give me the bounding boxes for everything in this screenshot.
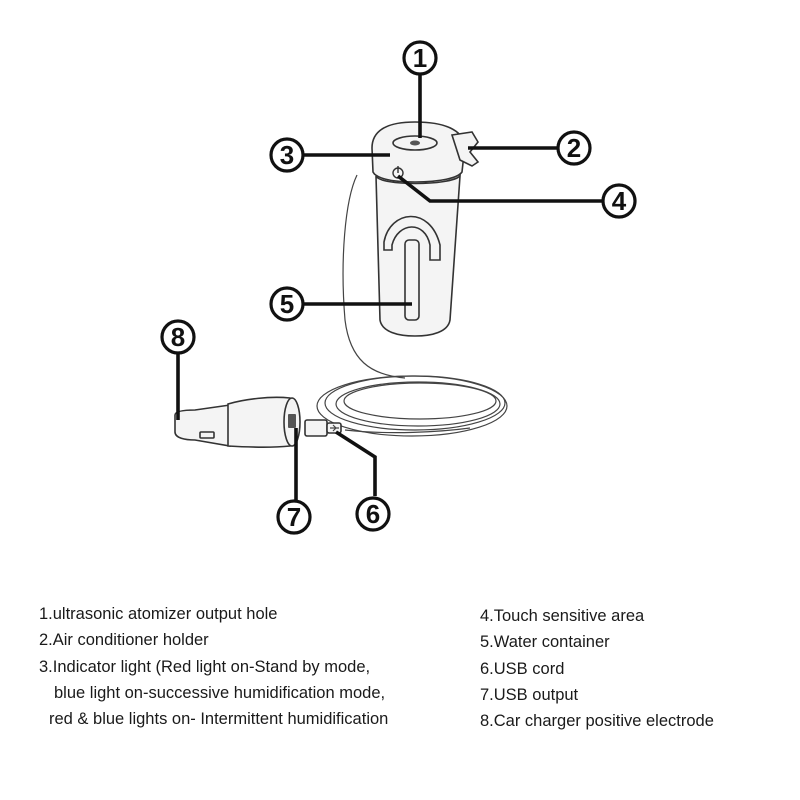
leader-4 — [396, 174, 603, 203]
svg-text:4: 4 — [612, 186, 627, 216]
legend-item-7: 7.USB output — [480, 685, 579, 704]
svg-text:7: 7 — [287, 502, 301, 532]
legend-item-4: 4.Touch sensitive area — [480, 607, 645, 625]
svg-text:5: 5 — [280, 289, 294, 319]
svg-text:3: 3 — [280, 140, 294, 170]
svg-text:6: 6 — [366, 499, 380, 529]
leader-lines — [176, 75, 603, 500]
legend-item-6: 6.USB cord — [480, 659, 565, 678]
callout-4: 4 — [601, 183, 637, 219]
leader-6 — [335, 430, 377, 496]
humidifier-body — [371, 121, 480, 337]
usb-plug — [304, 419, 342, 437]
callout-7: 7 — [276, 499, 312, 535]
legend-left: 1.ultrasonic atomizer output hole 2.Air … — [39, 601, 388, 732]
legend-item-1: 1.ultrasonic atomizer output hole — [39, 605, 278, 623]
product-diagram: 1 2 3 4 5 6 7 8 — [160, 40, 637, 535]
callout-8: 8 — [160, 319, 196, 355]
legend-item-8: 8.Car charger positive electrode — [480, 712, 714, 731]
callout-6: 6 — [355, 496, 391, 532]
car-charger — [174, 396, 301, 448]
callout-2: 2 — [556, 130, 592, 166]
svg-text:8: 8 — [171, 322, 185, 352]
svg-text:1: 1 — [413, 43, 427, 73]
callout-1: 1 — [402, 40, 438, 76]
callout-5: 5 — [269, 286, 305, 322]
legend-right: 4.Touch sensitive area 5.Water container… — [480, 603, 714, 734]
callout-3: 3 — [269, 137, 305, 173]
svg-text:2: 2 — [567, 133, 581, 163]
legend-item-3-cont-2: red & blue lights on- Intermittent humid… — [49, 710, 389, 729]
usb-cord — [316, 174, 508, 437]
legend-item-3: 3.Indicator light (Red light on-Stand by… — [39, 657, 371, 676]
legend-item-5: 5.Water container — [480, 633, 610, 652]
legend-item-3-cont-1: blue light on-successive humidification … — [54, 683, 386, 702]
legend-item-2: 2.Air conditioner holder — [39, 631, 209, 650]
